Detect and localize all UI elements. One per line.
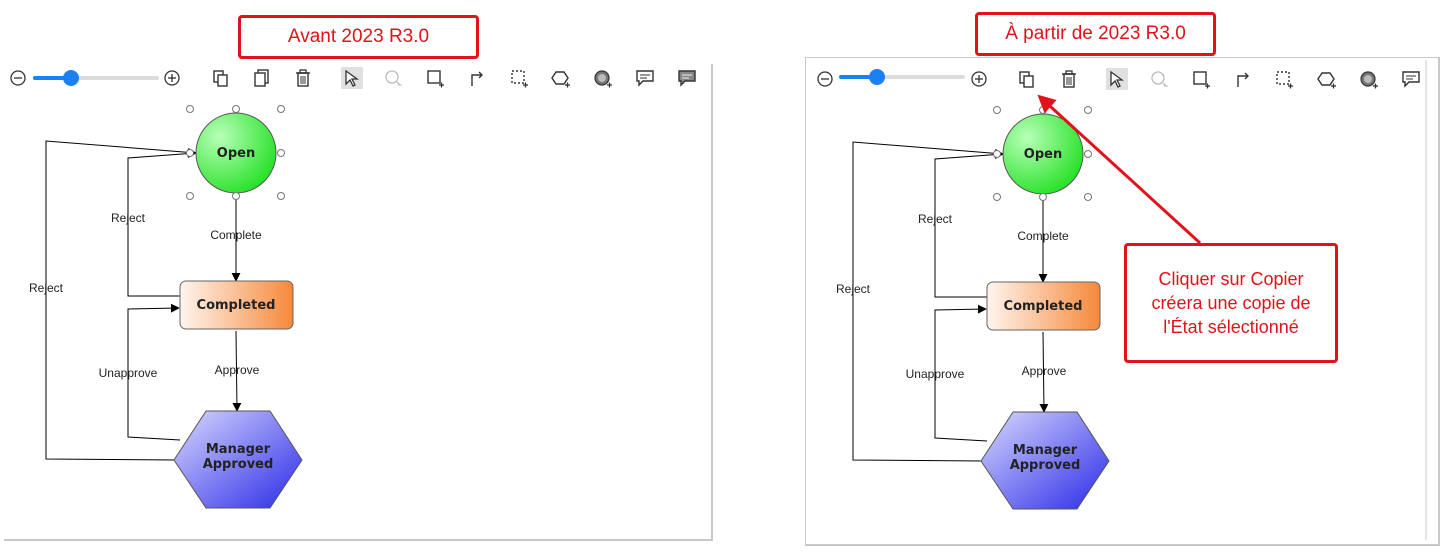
state-manager-label-line1: Manager — [206, 442, 271, 457]
delete-icon[interactable] — [1058, 68, 1080, 90]
state-manager-approved[interactable] — [980, 411, 1110, 510]
callout-line-1: Cliquer sur Copier — [1158, 269, 1304, 289]
transition-reject-outer[interactable] — [852, 141, 1004, 462]
callout-line-2: créera une copie de — [1151, 293, 1311, 313]
state-completed[interactable] — [179, 280, 294, 330]
transition-reject-outer-label: Reject — [836, 282, 871, 296]
comment-icon[interactable] — [634, 67, 656, 89]
select-region-icon[interactable] — [508, 67, 530, 89]
fill-icon[interactable] — [1358, 68, 1380, 90]
add-transition-icon[interactable] — [1232, 68, 1254, 90]
selection-handles[interactable] — [186, 105, 285, 200]
select-pointer-icon[interactable] — [341, 67, 363, 89]
add-state-icon[interactable] — [424, 67, 446, 89]
transition-reject-outer-label: Reject — [29, 281, 64, 295]
vertical-scrollbar[interactable] — [1425, 60, 1427, 540]
state-manager-label-line1: Manager — [1013, 443, 1078, 458]
transition-reject-inner-label: Reject — [111, 211, 146, 225]
workflow-editor-panel-after — [805, 57, 1440, 546]
copy-icon[interactable] — [210, 67, 232, 89]
state-completed-label: Completed — [1004, 299, 1083, 314]
transition-unapprove-label: Unapprove — [99, 366, 158, 380]
callout-line-3: l'État sélectionné — [1163, 317, 1299, 337]
title-before-version: Avant 2023 R3.0 — [238, 15, 479, 59]
transition-reject-inner[interactable] — [127, 149, 197, 297]
callout-arrow — [1037, 94, 1202, 245]
transition-approve[interactable] — [1039, 331, 1049, 413]
select-pointer-icon[interactable] — [1106, 68, 1128, 90]
workflow-editor-panel-before — [4, 64, 713, 541]
lasso-icon[interactable] — [382, 67, 404, 89]
zoom-slider[interactable] — [839, 66, 965, 88]
state-manager-label-line2: Approved — [1010, 458, 1081, 473]
state-manager-approved[interactable] — [173, 410, 303, 509]
transition-unapprove[interactable] — [127, 303, 181, 441]
copy-icon[interactable] — [1016, 68, 1038, 90]
zoom-in-icon[interactable] — [161, 67, 183, 89]
title-from-version: À partir de 2023 R3.0 — [975, 12, 1216, 56]
delete-icon[interactable] — [292, 67, 314, 89]
zoom-in-icon[interactable] — [968, 68, 990, 90]
zoom-slider[interactable] — [33, 67, 159, 89]
zoom-out-icon[interactable] — [7, 67, 29, 89]
transition-approve-label: Approve — [215, 363, 260, 377]
state-completed-label: Completed — [197, 298, 276, 313]
zoom-out-icon[interactable] — [814, 68, 836, 90]
fill-icon[interactable] — [592, 67, 614, 89]
transition-unapprove[interactable] — [934, 304, 988, 442]
transition-unapprove-label: Unapprove — [906, 367, 965, 381]
add-transition-icon[interactable] — [466, 67, 488, 89]
paste-icon[interactable] — [251, 67, 273, 89]
state-open-label: Open — [217, 146, 255, 161]
transition-complete-label: Complete — [210, 228, 262, 242]
callout-copy-explanation: Cliquer sur Copier créera une copie de l… — [1124, 243, 1338, 363]
transition-approve-label: Approve — [1022, 364, 1067, 378]
workflow-diagram-before: Open Completed Manager Approved Complete… — [29, 105, 303, 509]
state-completed[interactable] — [986, 281, 1101, 331]
state-manager-label-line2: Approved — [203, 457, 274, 472]
selection-handles[interactable] — [993, 106, 1092, 201]
state-open-label: Open — [1024, 147, 1062, 162]
add-state-icon[interactable] — [1190, 68, 1212, 90]
select-region-icon[interactable] — [1273, 68, 1295, 90]
transition-complete-label: Complete — [1017, 229, 1069, 243]
shape-icon[interactable] — [1316, 68, 1338, 90]
transition-reject-inner[interactable] — [934, 150, 1004, 298]
comment-icon[interactable] — [1400, 68, 1422, 90]
shape-icon[interactable] — [550, 67, 572, 89]
comment-filled-icon[interactable] — [676, 67, 698, 89]
lasso-icon[interactable] — [1148, 68, 1170, 90]
transition-approve[interactable] — [232, 330, 242, 412]
transition-reject-outer[interactable] — [45, 140, 197, 461]
transition-reject-inner-label: Reject — [918, 212, 953, 226]
